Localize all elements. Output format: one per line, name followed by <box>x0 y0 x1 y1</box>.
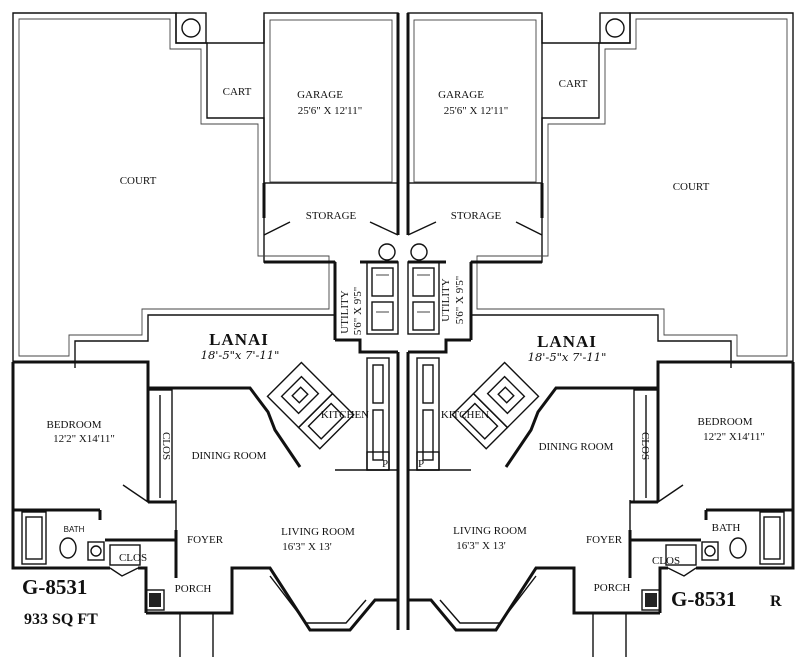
bath-label-left: BATH <box>64 525 85 534</box>
pantry-label-right: P <box>418 458 424 470</box>
porch-label-left: PORCH <box>175 583 212 595</box>
living-dim-right: 16'3" X 13' <box>456 540 505 552</box>
lanai-label-left: LANAI <box>209 330 269 349</box>
left-labels: GARAGE 25'6" X 12'11" CART COURT STORAGE… <box>22 86 388 628</box>
model-code-right-suffix: R <box>770 593 782 610</box>
foyer-label-right: FOYER <box>586 534 623 546</box>
dining-label-right: DINING ROOM <box>539 441 614 453</box>
square-footage: 933 SQ FT <box>24 611 98 628</box>
storage-label-right: STORAGE <box>451 210 502 222</box>
bath-label-right: BATH <box>712 522 741 534</box>
lanai-dim-right: 18'-5"x 7'-11" <box>528 350 607 364</box>
bedroom-dim-right: 12'2" X14'11" <box>703 431 765 443</box>
cart-label-right: CART <box>559 78 588 90</box>
lanai-label-right: LANAI <box>537 332 597 351</box>
porch-label-right: PORCH <box>594 582 631 594</box>
bedroom-label-left: BEDROOM <box>46 419 101 431</box>
clos-vertical-right: CLOS <box>639 432 651 460</box>
kitchen-label-left: KITCHEN <box>321 409 369 421</box>
garage-label-right: GARAGE <box>438 89 484 101</box>
utility-label-left: UTILITY <box>339 290 351 333</box>
bedroom-dim-left: 12'2" X14'11" <box>53 433 115 445</box>
clos-vertical-left: CLOS <box>160 432 172 460</box>
living-dim-left: 16'3" X 13' <box>282 541 331 553</box>
right-labels: GARAGE 25'6" X 12'11" CART COURT STORAGE… <box>418 78 782 611</box>
lanai-dim-left: 18'-5"x 7'-11" <box>201 348 280 362</box>
court-label-right: COURT <box>673 181 710 193</box>
storage-label-left: STORAGE <box>306 210 357 222</box>
cart-label-left: CART <box>223 86 252 98</box>
kitchen-label-right: KITCHEN <box>441 409 489 421</box>
clos-label-left: CLOS <box>119 552 147 564</box>
garage-dim-left: 25'6" X 12'11" <box>298 105 362 117</box>
garage-label-left: GARAGE <box>297 89 343 101</box>
model-code-left: G-8531 <box>22 575 87 599</box>
living-label-left: LIVING ROOM <box>281 526 355 538</box>
dining-label-left: DINING ROOM <box>192 450 267 462</box>
clos-label-right: CLOS <box>652 555 680 567</box>
garage-dim-right: 25'6" X 12'11" <box>444 105 508 117</box>
utility-dim-right: 5'6" X 9'5" <box>454 276 466 324</box>
utility-label-right: UTILITY <box>440 278 452 321</box>
bedroom-label-right: BEDROOM <box>697 416 752 428</box>
model-code-right: G-8531 <box>671 587 736 611</box>
utility-dim-left: 5'6" X 9'5" <box>352 287 364 335</box>
foyer-label-left: FOYER <box>187 534 224 546</box>
pantry-label-left: P <box>382 458 388 470</box>
living-label-right: LIVING ROOM <box>453 525 527 537</box>
court-label-left: COURT <box>120 175 157 187</box>
